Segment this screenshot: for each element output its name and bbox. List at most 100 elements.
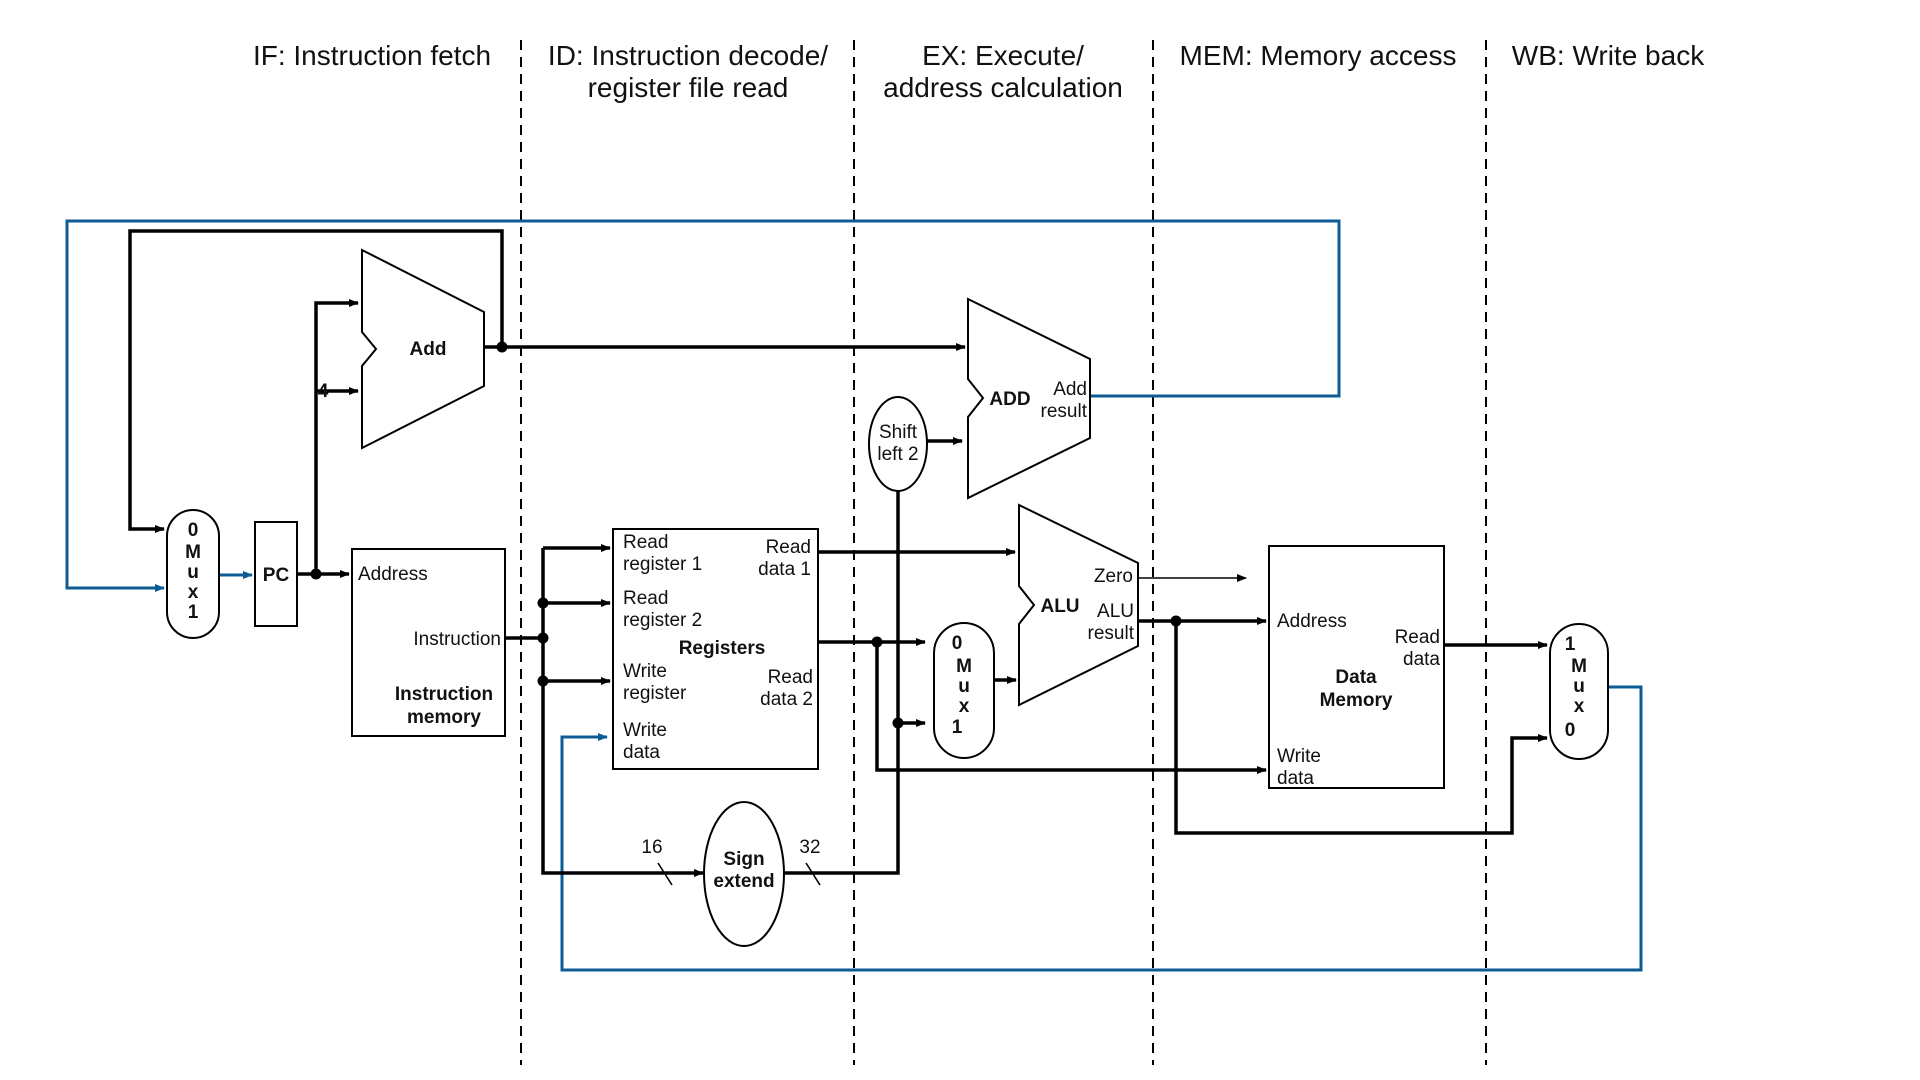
alu-mux-letter: M (956, 656, 972, 677)
junction-dot (310, 568, 322, 580)
add-result-label: Add (1053, 379, 1087, 400)
shift-left-2-unit: Shift left 2 (868, 396, 928, 492)
registers-name: Registers (679, 638, 766, 659)
program-counter: PC (254, 521, 298, 627)
dmem-write-data-label: Write (1277, 746, 1321, 767)
shift-left-line2: left 2 (877, 444, 918, 465)
branch-adder-shape (967, 297, 1091, 500)
read-data2-to-dmem-wire (875, 642, 1267, 774)
stage-header-id: ID: Instruction decode/ register file re… (548, 40, 828, 103)
pc-to-adder-wire (314, 299, 359, 574)
bus-width-32-label: 32 (799, 837, 820, 858)
wb-mux-bottom-input-label: 0 (1565, 720, 1576, 741)
data-memory-box (1268, 545, 1445, 789)
imem-name-line2: memory (407, 707, 481, 728)
junction-dot (537, 597, 549, 609)
shift-left-line1: Shift (879, 422, 918, 443)
alu-label: ALU (1040, 596, 1079, 617)
pc-plus-4-loop-wire (128, 229, 504, 533)
wb-mux-letter: u (1573, 676, 1585, 697)
read-register-1-label: Read (623, 532, 668, 553)
register-file-box (612, 528, 819, 770)
alu-zero-label: Zero (1094, 566, 1133, 587)
add-result-label: result (1041, 401, 1088, 422)
stage-ex-subtitle: address calculation (883, 72, 1123, 103)
pc-mux-top-input-label: 0 (188, 520, 199, 541)
junction-dot (496, 341, 508, 353)
imem-instruction-label: Instruction (413, 629, 501, 650)
stage-id-subtitle: register file read (588, 72, 789, 103)
junction-dot (871, 636, 883, 648)
stage-header-ex: EX: Execute/ address calculation (883, 40, 1123, 103)
dmem-name-line2: Memory (1320, 690, 1393, 711)
alu-result-label: result (1088, 623, 1135, 644)
instruction-bus-wire (541, 548, 704, 877)
shift-left-ellipse (868, 396, 928, 492)
read-data-1-label: Read (766, 537, 811, 558)
write-register-label: register (623, 683, 687, 704)
pc-adder-label: Add (410, 339, 447, 360)
constant-4-label: 4 (318, 381, 329, 402)
read-register-1-label: register 1 (623, 554, 702, 575)
imem-address-label: Address (358, 564, 428, 585)
imem-name-line1: Instruction (395, 684, 493, 705)
stage-mem-title: MEM: Memory access (1180, 40, 1457, 71)
alu-shape (1018, 503, 1139, 707)
pc-mux: 0 M u x 1 (166, 509, 220, 639)
wb-mux-body (1549, 623, 1609, 760)
write-register-label: Write (623, 661, 667, 682)
pc-mux-body (166, 509, 220, 639)
pc-mux-letter: x (188, 582, 199, 603)
read-data-1-label: data 1 (758, 559, 811, 580)
pc-mux-letter: u (187, 562, 199, 583)
write-data-label: data (623, 742, 660, 763)
sign-extend-ellipse (703, 801, 785, 947)
pc-adder: Add 4 (318, 248, 485, 450)
alu-mux-letter: u (958, 676, 970, 697)
bus-width-16-label: 16 (641, 837, 662, 858)
read-data-2-label: Read (768, 667, 813, 688)
wb-mux-top-input-label: 1 (1565, 634, 1576, 655)
alu: ALU Zero ALU result (1018, 503, 1139, 707)
junction-dot (1170, 615, 1182, 627)
stage-header-if: IF: Instruction fetch (253, 40, 491, 71)
bus-width-tick-16 (657, 862, 673, 886)
bus-width-tick-32 (805, 862, 821, 886)
write-back-mux: 1 M u x 0 (1549, 623, 1609, 760)
sign-extend-out-wire (782, 474, 900, 875)
sign-extend-unit: Sign extend 16 32 (641, 801, 821, 947)
stage-if-title: IF: Instruction fetch (253, 40, 491, 71)
stage-id-title: ID: Instruction decode/ (548, 40, 828, 71)
instruction-memory: Address Instruction Instruction memory (351, 548, 506, 737)
stage-ex-title: EX: Execute/ (922, 40, 1084, 71)
register-file: Read register 1 Read register 2 Register… (612, 528, 819, 770)
junction-dot (537, 632, 549, 644)
pc-register-box (254, 521, 298, 627)
pc-mux-bottom-input-label: 1 (188, 602, 199, 623)
dmem-read-data-label: data (1403, 649, 1440, 670)
instruction-memory-box (351, 548, 506, 737)
stage-wb-title: WB: Write back (1512, 40, 1705, 71)
write-back-wire (560, 685, 1643, 972)
alu-result-bypass-wire (1174, 621, 1548, 835)
write-data-label: Write (623, 720, 667, 741)
stage-header-wb: WB: Write back (1512, 40, 1705, 71)
wb-mux-letter: M (1571, 656, 1587, 677)
wb-mux-letter: x (1574, 696, 1585, 717)
alu-mux-letter: x (959, 696, 970, 717)
sign-extend-line2: extend (713, 871, 774, 892)
sign-extend-line1: Sign (723, 849, 764, 870)
junction-dot (537, 675, 549, 687)
stage-header-mem: MEM: Memory access (1180, 40, 1457, 71)
data-memory: Address Read data Data Memory Write data (1268, 545, 1445, 789)
alu-mux-bottom-input-label: 1 (952, 717, 963, 738)
dmem-read-data-label: Read (1395, 627, 1440, 648)
branch-adder: ADD Add result (967, 297, 1091, 500)
junction-dot (892, 717, 904, 729)
read-data-2-label: data 2 (760, 689, 813, 710)
dmem-address-label: Address (1277, 611, 1347, 632)
dmem-write-data-label: data (1277, 768, 1314, 789)
alu-result-label: ALU (1097, 601, 1134, 622)
pc-label: PC (263, 565, 290, 586)
